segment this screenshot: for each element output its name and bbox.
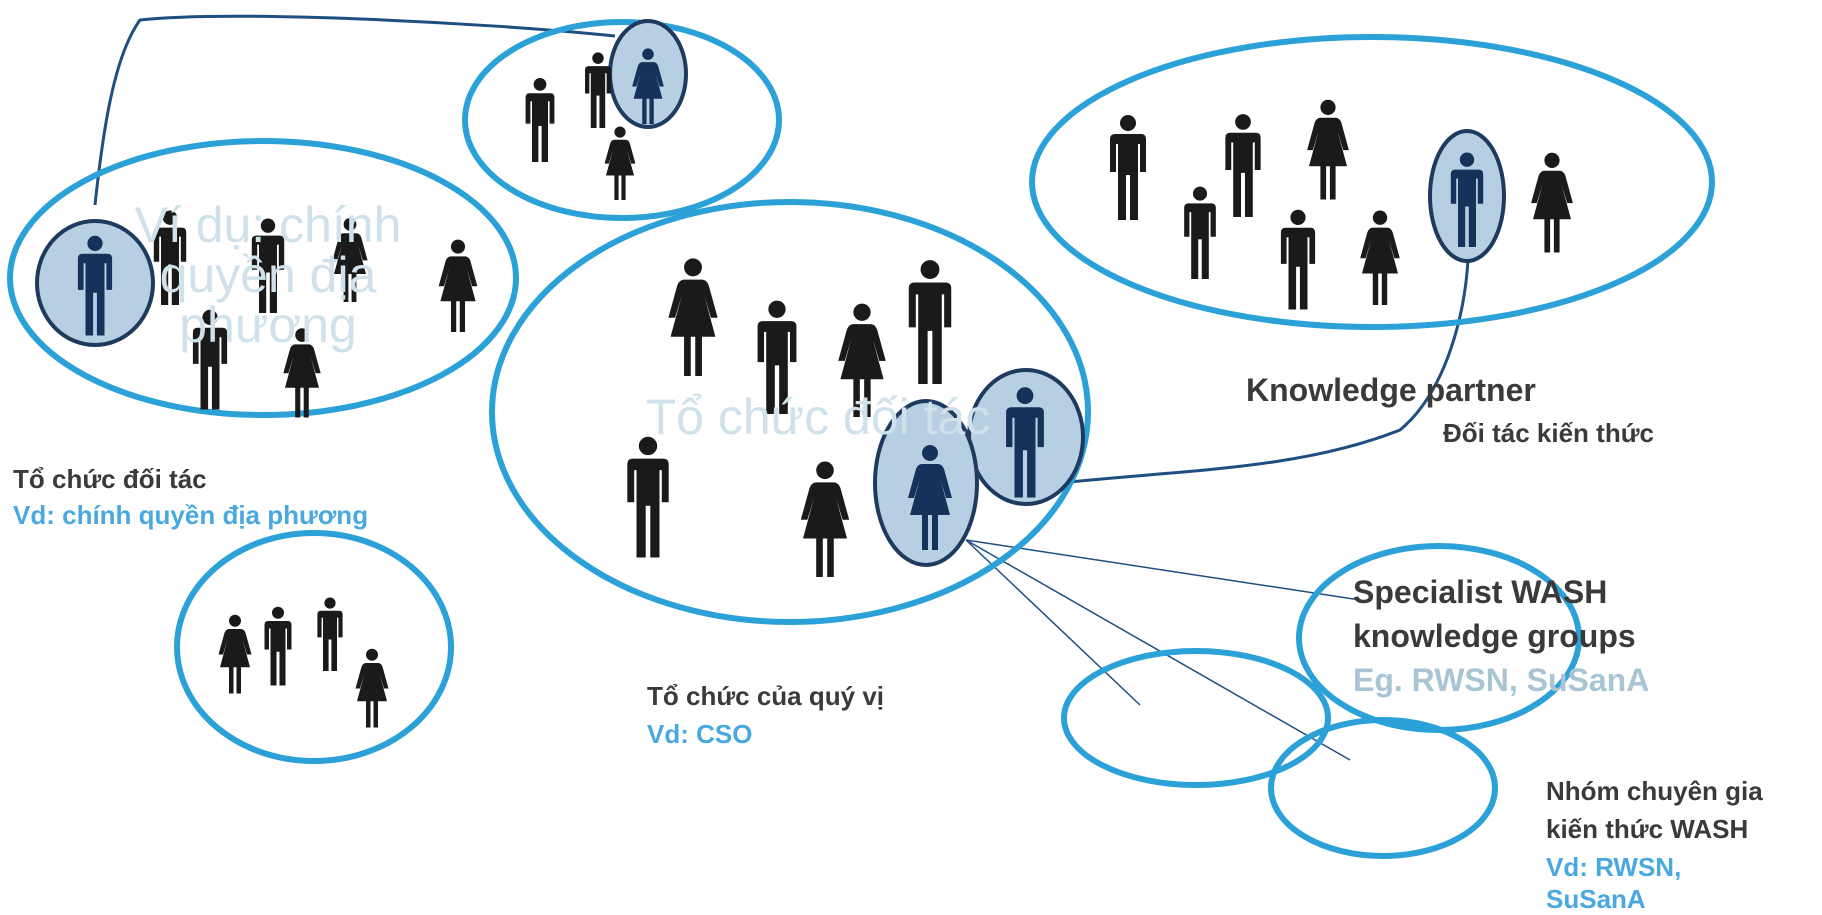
- woman-icon: [604, 126, 636, 200]
- woman-icon: [1531, 152, 1573, 253]
- specialist-groups-vi-line2: kiến thức WASH: [1546, 814, 1749, 844]
- knowledge-partner-group-ellipse: [1029, 34, 1715, 330]
- man-icon: [1225, 114, 1261, 217]
- knowledge-partner-title-en: Knowledge partner: [1246, 372, 1536, 408]
- bottom-small-group-ellipse: [174, 530, 454, 764]
- specialist-group-ellipse-1: [1061, 648, 1331, 788]
- specialist-groups-vi-line1: Nhóm chuyên gia: [1546, 776, 1763, 806]
- man-icon: [585, 52, 611, 128]
- knowledge-partner-title-vi: Đối tác kiến thức: [1443, 418, 1654, 448]
- man-icon: [525, 78, 555, 162]
- man-icon: [1184, 186, 1216, 279]
- partner-org-example: Vd: chính quyền địa phương: [13, 500, 369, 530]
- specialist-groups-line1: Specialist WASH: [1353, 574, 1608, 610]
- top-small-group-ellipse: [462, 19, 782, 221]
- partner-org-title: Tổ chức đối tác: [13, 464, 207, 494]
- specialist-groups-example: Eg. RWSN, SuSanA: [1353, 662, 1650, 698]
- connector-line-to-government: [93, 14, 616, 206]
- woman-icon: [438, 239, 478, 332]
- local-government-group-ellipse: [7, 138, 519, 418]
- woman-icon: [1360, 210, 1400, 305]
- man-icon: [1280, 209, 1316, 310]
- your-org-title: Tổ chức của quý vị: [647, 681, 884, 711]
- woman-icon: [1307, 99, 1349, 200]
- woman-icon: [668, 258, 718, 376]
- man-icon: [1110, 115, 1146, 220]
- woman-icon: [355, 648, 389, 728]
- man-icon: [317, 597, 343, 671]
- specialist-group-ellipse-3: [1296, 543, 1582, 733]
- your-org-example: Vd: CSO: [647, 719, 753, 749]
- man-icon: [627, 436, 669, 558]
- watermark-local-government: Ví dụ: chính quyền địa phương: [134, 197, 402, 353]
- specialist-groups-vi-line4: SuSanA: [1546, 884, 1646, 914]
- your-organisation-group-ellipse: [489, 199, 1091, 625]
- man-icon: [908, 260, 952, 384]
- connector-line-to-specialist-group-1: [965, 539, 1361, 601]
- specialist-group-ellipse-2: [1268, 717, 1498, 859]
- woman-icon: [218, 614, 252, 694]
- connector-line-to-specialist-group-3: [965, 539, 1351, 761]
- woman-icon: [800, 461, 850, 577]
- specialist-groups-vi-line3: Vd: RWSN,: [1546, 852, 1682, 882]
- watermark-partner-org: Tổ chức đối tác: [645, 389, 991, 445]
- specialist-groups-line2: knowledge groups: [1353, 618, 1636, 654]
- man-icon: [264, 606, 292, 686]
